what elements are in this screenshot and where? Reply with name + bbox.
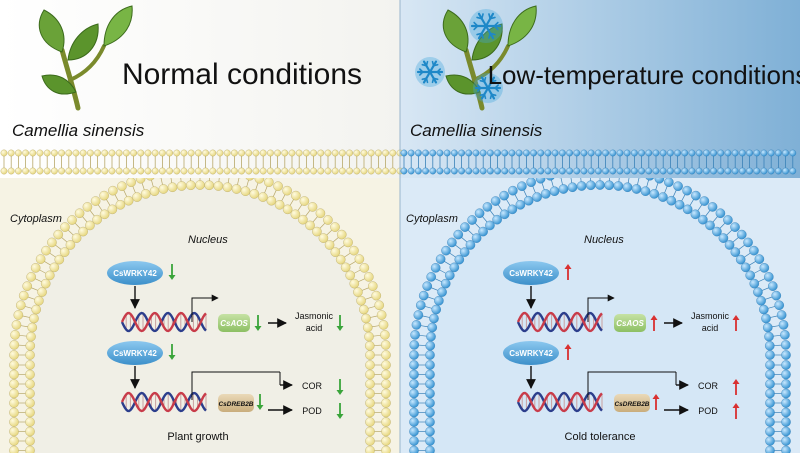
right-gene-aos-label: CsAOS [616,319,644,328]
left-product-ja-line2: acid [306,323,323,333]
tea-leaf-icon [443,5,537,111]
left-product-pod: POD [302,406,322,416]
green-down-arrow-icon [336,315,344,331]
left-tss-1 [191,294,219,322]
right-nuclear-envelope [409,178,791,453]
green-down-arrow-icon [256,394,264,410]
right-product-pod: POD [698,406,718,416]
red-up-arrow-icon [652,394,660,410]
left-tss-2 [191,371,280,400]
right-gene-aos [614,314,646,332]
right-regulation-arrows [564,264,740,419]
right-gene-dreb [614,394,650,412]
right-outcome: Cold tolerance [565,431,636,443]
right-tf-label-1: CsWRKY42 [509,269,553,278]
right-gene-dreb-label: CsDREB2B [614,401,649,408]
green-down-arrow-icon [168,264,176,280]
left-regulation-arrows [168,264,344,419]
red-up-arrow-icon [732,379,740,395]
right-pathway: CsWRKY42 CsAOS Jasmonic acid CsWRKY42 Cs… [503,261,730,443]
right-tf-csWRKY42-2 [503,341,559,365]
left-tf-label-2: CsWRKY42 [113,349,157,358]
right-tss-2 [587,371,676,400]
right-title: Low-temperature conditions [488,60,800,90]
left-tf-csWRKY42-2 [107,341,163,365]
left-species-label: Camellia sinensis [12,121,145,140]
left-nuclear-envelope [9,178,391,453]
left-product-cor: COR [302,381,323,391]
snowflake-icon [415,57,445,87]
right-product-ja-line2: acid [702,323,719,333]
left-pathway: CsWRKY42 CsAOS Jasmonic acid CsWRKY42 Cs… [107,261,334,443]
right-tf-label-2: CsWRKY42 [509,349,553,358]
left-title: Normal conditions [122,58,362,91]
snowflake-icon [469,9,503,43]
right-species-label: Camellia sinensis [410,121,543,140]
red-up-arrow-icon [650,315,658,331]
red-up-arrow-icon [732,315,740,331]
left-gene-aos [218,314,250,332]
right-tf-csWRKY42-1 [503,261,559,285]
green-down-arrow-icon [254,315,262,331]
right-nucleus-label: Nucleus [584,234,624,246]
left-gene-dreb [218,394,254,412]
right-tss-1 [587,294,615,322]
green-down-arrow-icon [168,344,176,360]
right-product-cor: COR [698,381,719,391]
red-up-arrow-icon [564,264,572,280]
red-up-arrow-icon [732,403,740,419]
tea-leaf-icon [39,5,133,111]
left-gene-aos-label: CsAOS [220,319,248,328]
left-plasma-membrane [0,149,404,175]
left-outcome: Plant growth [167,431,228,443]
left-cytoplasm-label: Cytoplasm [10,213,62,225]
snowflake-icon [473,73,503,103]
left-nucleus-label: Nucleus [188,234,228,246]
red-up-arrow-icon [564,344,572,360]
right-cytoplasm-label: Cytoplasm [406,213,458,225]
green-down-arrow-icon [336,403,344,419]
left-product-ja-line1: Jasmonic [295,311,334,321]
left-tf-csWRKY42-1 [107,261,163,285]
green-down-arrow-icon [336,379,344,395]
right-product-ja-line1: Jasmonic [691,311,730,321]
left-tf-label-1: CsWRKY42 [113,269,157,278]
right-plasma-membrane [400,149,797,175]
left-gene-dreb-label: CsDREB2B [218,401,253,408]
